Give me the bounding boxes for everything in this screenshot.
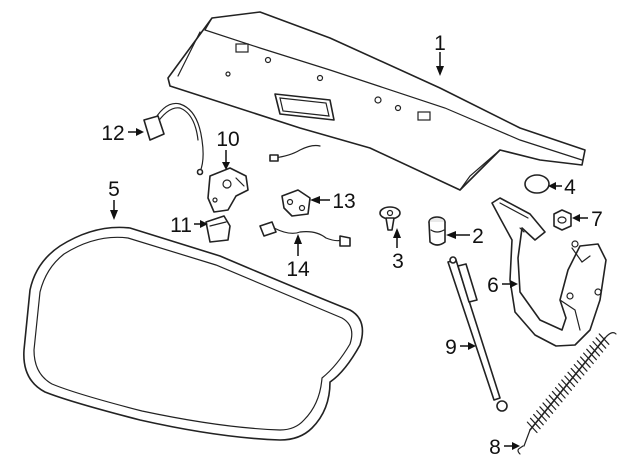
wire-harness bbox=[259, 221, 351, 247]
callout-14: 14 bbox=[286, 258, 310, 281]
callout-5: 5 bbox=[108, 178, 120, 201]
spring-coil-turn bbox=[576, 360, 588, 372]
callout-12: 12 bbox=[101, 122, 124, 145]
callout-7: 7 bbox=[591, 208, 603, 231]
spring-coil-turn bbox=[529, 417, 541, 430]
plug-part bbox=[524, 174, 550, 194]
spring-coil-turn bbox=[592, 341, 604, 353]
spring-coil-turn bbox=[542, 402, 554, 414]
switch-bracket bbox=[205, 215, 231, 243]
spring-coil-turn bbox=[536, 410, 547, 422]
spring-coil-turn bbox=[589, 344, 601, 357]
spring-coil-turn bbox=[561, 379, 572, 391]
leader-lines bbox=[110, 52, 588, 450]
callout-13: 13 bbox=[332, 190, 355, 213]
release-cable bbox=[143, 102, 204, 176]
bumper-part bbox=[428, 216, 446, 246]
latch-part bbox=[207, 167, 249, 213]
spring-coil-turn bbox=[539, 406, 551, 418]
spring-coil-turn bbox=[526, 421, 538, 434]
spring-coil-turn bbox=[551, 390, 563, 403]
spring-coil-turn bbox=[583, 352, 594, 365]
spring-coil-turn bbox=[545, 398, 557, 411]
spring-coil-turn bbox=[548, 394, 560, 407]
callout-1: 1 bbox=[434, 32, 446, 55]
callout-10: 10 bbox=[216, 128, 239, 151]
spring-coil-turn bbox=[567, 371, 579, 384]
screw-part bbox=[379, 206, 401, 231]
spring-coil-turn bbox=[586, 348, 597, 361]
hinge-part bbox=[491, 197, 607, 347]
spring-coil-turn bbox=[579, 356, 591, 368]
callout-6: 6 bbox=[487, 274, 499, 297]
spring-coil-turn bbox=[554, 387, 566, 399]
callout-9: 9 bbox=[445, 336, 457, 359]
weatherstrip-seal bbox=[23, 226, 364, 441]
clip-part bbox=[553, 209, 572, 231]
callout-11: 11 bbox=[170, 214, 192, 237]
striker-bracket bbox=[281, 189, 311, 217]
spring-coil-turn bbox=[595, 337, 607, 349]
spring-coil-turn bbox=[570, 367, 582, 380]
lid-harness bbox=[269, 144, 321, 162]
spring-coil-turn bbox=[533, 413, 544, 426]
callout-labels: 1 2 3 4 5 6 7 8 9 10 11 12 13 14 bbox=[101, 32, 603, 459]
spring-coil-turn bbox=[573, 364, 585, 376]
gas-strut bbox=[447, 256, 508, 412]
callout-3: 3 bbox=[392, 250, 404, 273]
callout-8: 8 bbox=[489, 436, 501, 459]
spring-coil-turn bbox=[564, 375, 576, 388]
trunk-lid-panel bbox=[167, 11, 586, 191]
spring-coil-turn bbox=[558, 383, 569, 395]
torsion-spring bbox=[517, 332, 617, 455]
callout-2: 2 bbox=[472, 225, 484, 248]
spring-coil-turn bbox=[598, 333, 610, 345]
callout-4: 4 bbox=[564, 176, 576, 199]
